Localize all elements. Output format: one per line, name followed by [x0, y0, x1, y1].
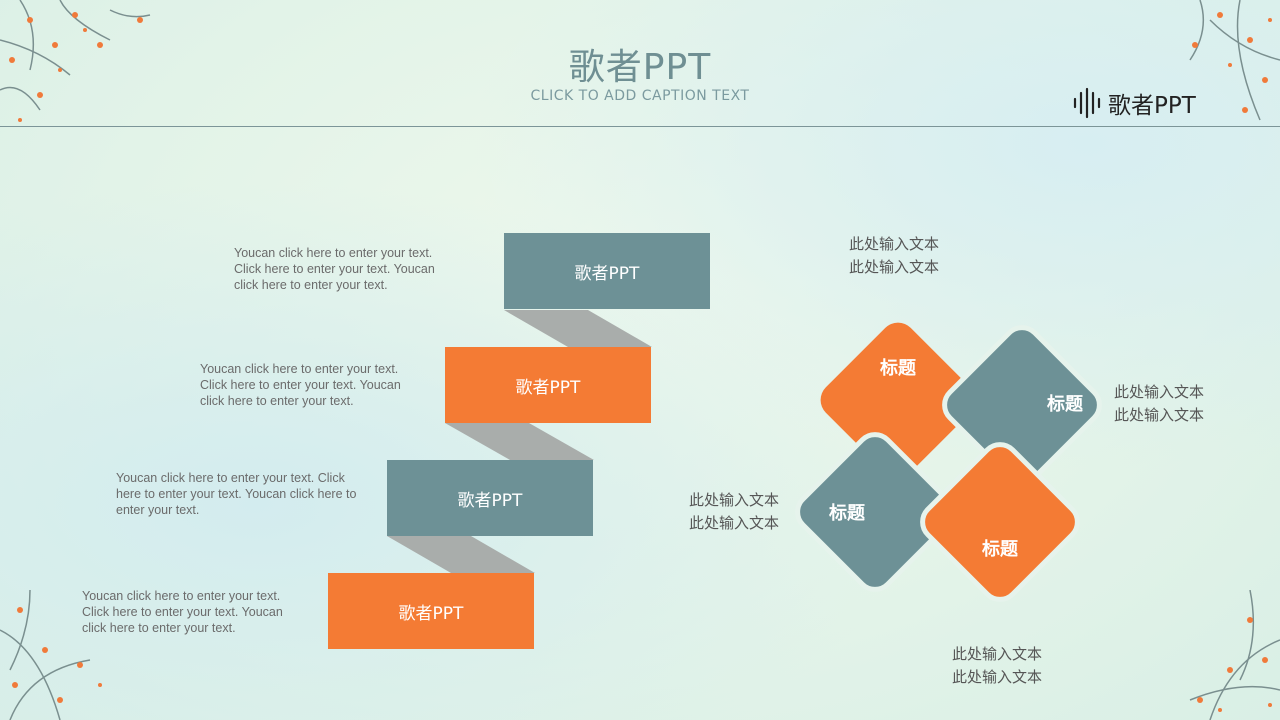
step-box-1[interactable]: 歌者PPT [504, 233, 710, 309]
brand-logo: 歌者PPT [1072, 86, 1196, 120]
step-description-2: Youcan click here to enter your text. Cl… [200, 362, 401, 408]
caption-line: 此处输入文本 [849, 235, 940, 253]
diamond-label: 标题 [981, 538, 1019, 560]
caption-line: 此处输入文本 [952, 645, 1043, 663]
step-label: 歌者PPT [457, 490, 523, 511]
diamond-cluster: 标题 标题 标题 标题 [790, 315, 1107, 607]
diamond-3[interactable] [790, 427, 960, 597]
step-label: 歌者PPT [574, 263, 640, 284]
caption-line: 此处输入文本 [689, 514, 780, 532]
step-description-1: Youcan click here to enter your text. Cl… [234, 246, 435, 292]
diamond-caption-left: 此处输入文本 此处输入文本 [689, 489, 779, 535]
page-title: 歌者PPT [568, 47, 712, 88]
diamond-2[interactable] [937, 320, 1107, 490]
diamond-1[interactable] [813, 315, 983, 485]
caption-line: 此处输入文本 [689, 491, 780, 509]
diamond-caption-top: 此处输入文本 此处输入文本 [849, 233, 939, 279]
step-box-2[interactable]: 歌者PPT [445, 347, 651, 423]
step-box-3[interactable]: 歌者PPT [387, 460, 593, 536]
flower-decoration-top-right [1189, 0, 1280, 121]
step-box-4[interactable]: 歌者PPT [328, 573, 534, 649]
caption-text: CLICK TO ADD CAPTION TEXT [530, 88, 750, 104]
diamond-label: 标题 [879, 357, 917, 379]
flower-decoration-bottom-right [1189, 590, 1280, 720]
step-label: 歌者PPT [515, 377, 581, 398]
step-label: 歌者PPT [398, 603, 464, 624]
header-divider [0, 126, 1280, 127]
caption-line: 此处输入文本 [1114, 383, 1205, 401]
diamond-4[interactable] [915, 437, 1085, 607]
diamond-caption-bottom: 此处输入文本 此处输入文本 [952, 643, 1042, 689]
caption-line: 此处输入文本 [1114, 406, 1205, 424]
flower-decoration-bottom-left [0, 590, 102, 720]
step-description-4: Youcan click here to enter your text. Cl… [82, 589, 283, 635]
caption-line: 此处输入文本 [849, 258, 940, 276]
flower-decoration-top-left [0, 0, 151, 122]
caption-line: 此处输入文本 [952, 668, 1043, 686]
diamond-caption-right: 此处输入文本 此处输入文本 [1114, 381, 1204, 427]
diamond-label: 标题 [1046, 393, 1084, 415]
logo-text: 歌者PPT [1108, 93, 1196, 119]
step-description-3: Youcan click here to enter your text. Cl… [116, 471, 357, 517]
diamond-label: 标题 [828, 502, 866, 524]
soundwave-logo-icon [1073, 87, 1101, 119]
